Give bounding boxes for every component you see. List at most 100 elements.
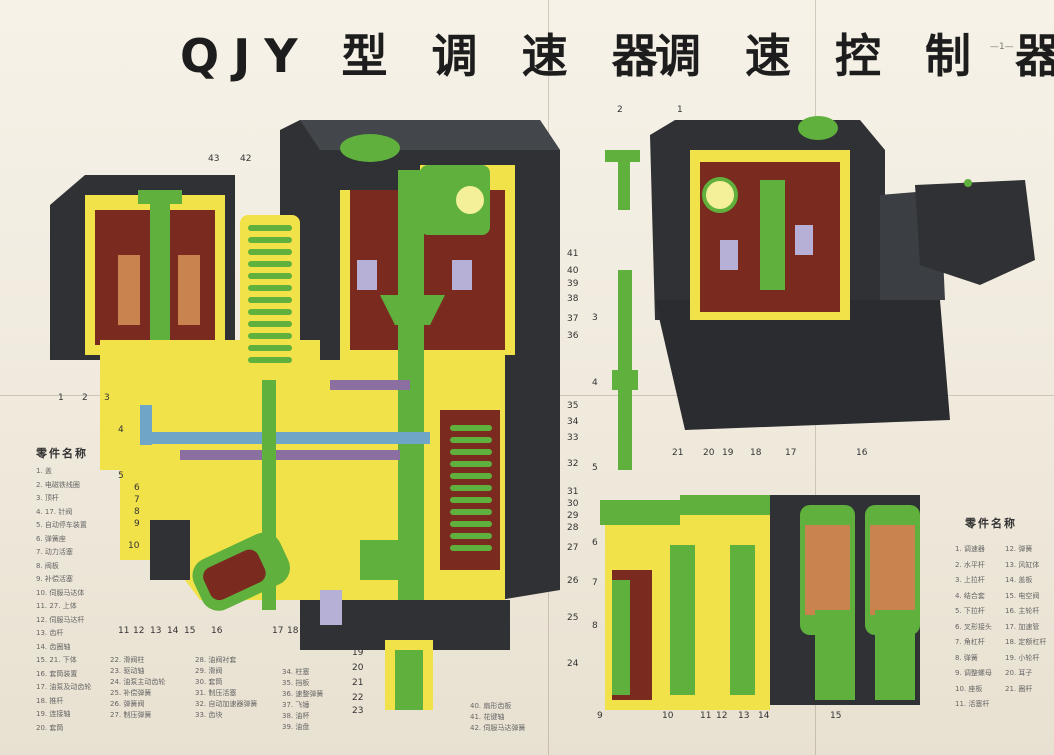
legend-item: 2. 水平杆 <box>955 560 985 569</box>
horizontal-lever <box>605 150 640 162</box>
oil-pump <box>192 532 290 611</box>
compensation-spring <box>450 425 492 551</box>
actuator-cap <box>915 180 1035 285</box>
spring <box>612 580 630 695</box>
svg-text:3: 3 <box>592 313 598 323</box>
housing-top <box>300 120 560 150</box>
legend-item: 6. 叉形接头 <box>955 622 992 631</box>
flyweight-assembly <box>380 295 445 325</box>
legend-item: 38. 油杯 <box>282 712 310 720</box>
legend-item: 37. 飞锤 <box>282 701 310 709</box>
svg-text:19: 19 <box>352 648 364 658</box>
svg-text:33: 33 <box>567 433 578 443</box>
legend-right-title: 零件名称 <box>965 517 1017 530</box>
svg-text:16: 16 <box>211 626 223 636</box>
legend-item: 8. 阀板 <box>36 561 59 570</box>
svg-text:15: 15 <box>830 711 841 721</box>
legend-item: 7. 动力活塞 <box>36 548 73 556</box>
legend-item: 39. 油盘 <box>282 723 310 731</box>
svg-text:38: 38 <box>567 294 579 304</box>
svg-text:10: 10 <box>128 541 140 551</box>
svg-text:34: 34 <box>567 417 579 427</box>
svg-text:40: 40 <box>567 266 579 276</box>
oil-pipe <box>140 432 430 444</box>
coupling-sleeve <box>612 370 638 390</box>
svg-text:3: 3 <box>104 393 110 403</box>
legend-item: 24. 油泵主动齿轮 <box>110 678 166 686</box>
legend-item: 14. 齿圈轴 <box>36 642 71 651</box>
legend-item: 34. 柱塞 <box>282 668 310 676</box>
svg-text:9: 9 <box>134 519 140 529</box>
svg-text:1: 1 <box>677 105 683 115</box>
legend-item: 9. 调整螺母 <box>955 669 992 677</box>
controller-cap <box>798 116 838 140</box>
spline-shaft <box>395 650 423 710</box>
coil <box>870 525 915 615</box>
legend-item: 3. 顶杆 <box>36 494 59 502</box>
svg-text:19: 19 <box>722 448 734 458</box>
svg-text:41: 41 <box>567 249 578 259</box>
svg-text:13: 13 <box>738 711 749 721</box>
piston-rod <box>670 545 695 695</box>
svg-text:28: 28 <box>567 523 579 533</box>
svg-text:14: 14 <box>167 626 179 636</box>
bracket <box>150 520 190 580</box>
legend-item: 41. 花键轴 <box>470 713 505 721</box>
legend-item: 8. 弹簧 <box>955 653 978 662</box>
legend-item: 10. 座板 <box>955 684 983 693</box>
svg-text:18: 18 <box>287 626 299 636</box>
svg-text:11: 11 <box>700 711 711 721</box>
svg-text:10: 10 <box>662 711 674 721</box>
svg-text:18: 18 <box>750 448 762 458</box>
coil-left <box>118 255 140 325</box>
svg-text:4: 4 <box>592 378 598 388</box>
svg-text:27: 27 <box>567 543 578 553</box>
oil-pipe <box>140 405 152 445</box>
svg-text:32: 32 <box>567 459 578 469</box>
legend-item: 32. 自动加速器弹簧 <box>195 700 258 708</box>
bolt <box>357 260 377 290</box>
legend-item: 36. 速整弹簧 <box>282 690 324 698</box>
piston-rod <box>730 545 755 695</box>
bolt <box>720 240 738 270</box>
legend-item: 14. 盖板 <box>1005 576 1033 584</box>
legend-item: 16. 主轮杆 <box>1005 607 1040 615</box>
legend-item: 20. 套筒 <box>36 723 64 732</box>
svg-text:1: 1 <box>58 393 64 403</box>
legend-item: 17. 加速管 <box>1005 622 1040 631</box>
legend-right: 零件名称 <box>965 515 1017 531</box>
legend-item: 19. 连接轴 <box>36 710 71 718</box>
title-governor: QJY 型 调 速 器 <box>180 29 672 83</box>
legend-item: 7. 角杠杆 <box>955 638 985 646</box>
svg-text:13: 13 <box>150 626 161 636</box>
svg-text:7: 7 <box>592 578 598 588</box>
legend-item: 31. 制压活塞 <box>195 689 237 697</box>
legend-left-title: 零件名称 <box>36 447 88 460</box>
svg-text:12: 12 <box>716 711 727 721</box>
legend-item: 25. 补偿弹簧 <box>110 689 152 697</box>
legend-item: 13. 风缸体 <box>1005 560 1040 569</box>
svg-text:5: 5 <box>592 463 598 473</box>
svg-text:15: 15 <box>184 626 195 636</box>
legend-item: 9. 补偿活塞 <box>36 575 73 583</box>
svg-text:24: 24 <box>567 659 579 669</box>
coil <box>805 525 850 615</box>
legend-item: 29. 滑阀 <box>195 667 223 675</box>
svg-text:12: 12 <box>133 626 144 636</box>
legend-item: 11. 活塞杆 <box>955 700 990 708</box>
legend-item: 5. 下拉杆 <box>955 607 985 615</box>
legend-item: 19. 小轮杆 <box>1005 653 1040 662</box>
legend-item: 40. 扇形齿板 <box>470 702 512 710</box>
legend-item: 17. 油泵及动齿轮 <box>36 683 92 691</box>
svg-text:7: 7 <box>134 495 140 505</box>
legend-item: 2. 电磁铁线圈 <box>36 480 80 489</box>
coil-right <box>178 255 200 325</box>
legend-item: 6. 弹簧座 <box>36 534 66 543</box>
gear-wheel <box>702 177 738 213</box>
